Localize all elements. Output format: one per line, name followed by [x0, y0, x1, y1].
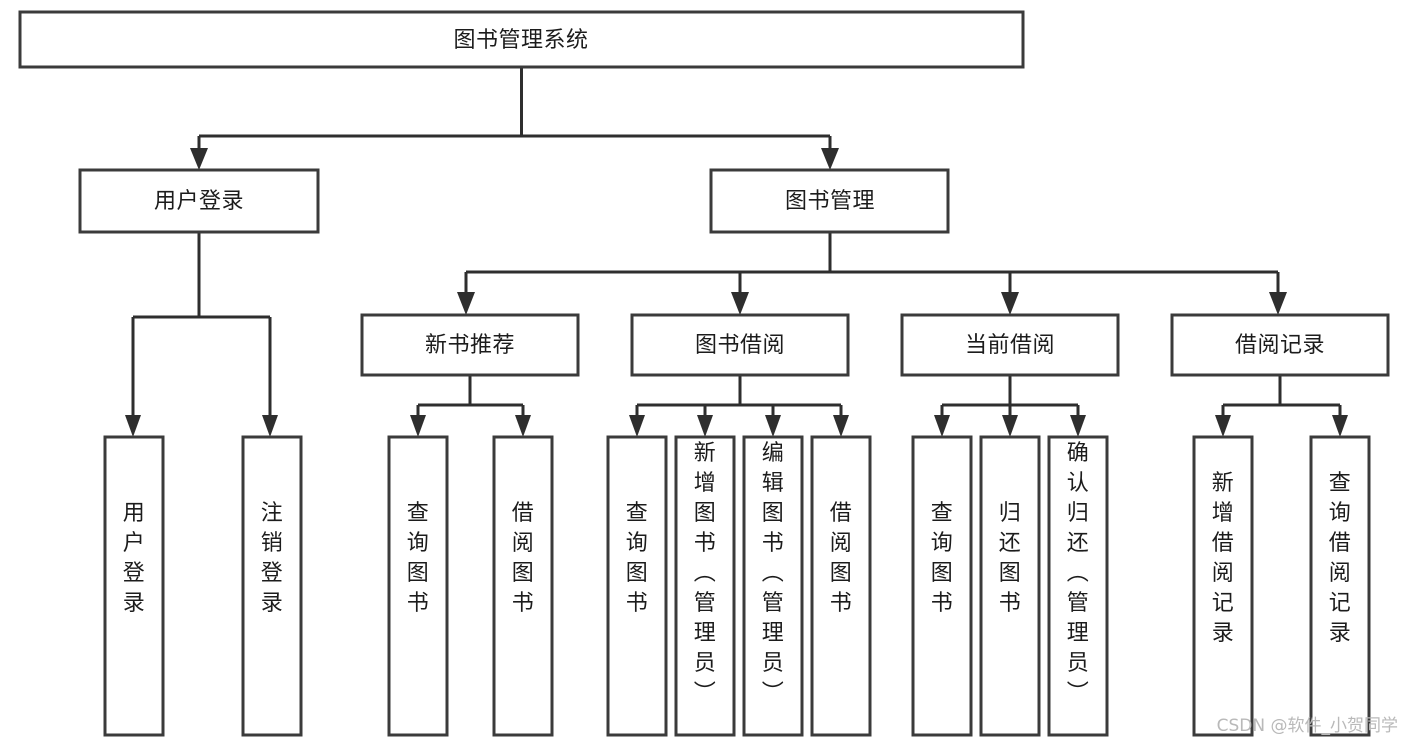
node-user-login-label: 用户登录: [154, 189, 244, 214]
node-leaf-edit-book-box[interactable]: [742, 435, 804, 737]
connector-group-book-management: [457, 232, 1287, 315]
node-book-borrow-box[interactable]: [630, 313, 850, 377]
arrow-head-leaf-borrow-book-1: [515, 415, 531, 437]
node-leaf-borrow-book-1-label: 借阅图书: [512, 501, 535, 616]
node-leaf-return-book[interactable]: 归还图书: [979, 435, 1041, 737]
node-new-book-recommend-label: 新书推荐: [425, 333, 515, 358]
node-leaf-query-book-1[interactable]: 查询图书: [387, 435, 449, 737]
node-current-borrow-label: 当前借阅: [965, 333, 1055, 358]
node-leaf-confirm-return-label: 确认归还︵管理员︶: [1067, 441, 1090, 706]
node-leaf-query-book-1-box[interactable]: [387, 435, 449, 737]
node-leaf-borrow-book-2[interactable]: 借阅图书: [810, 435, 872, 737]
arrow-head-leaf-add-book: [697, 415, 713, 437]
node-leaf-add-record[interactable]: 新增借阅记录: [1192, 435, 1254, 737]
node-leaf-return-book-label: 归还图书: [999, 501, 1022, 616]
arrow-head-leaf-edit-book: [765, 415, 781, 437]
node-leaf-logout-login-box[interactable]: [241, 435, 303, 737]
arrow-head-leaf-user-login: [125, 415, 141, 437]
arrow-head-current-borrow: [1001, 292, 1019, 315]
node-current-borrow-box[interactable]: [900, 313, 1120, 377]
connector-group-book-borrow: [629, 375, 849, 437]
node-leaf-user-login[interactable]: 用户登录: [103, 435, 165, 737]
node-borrow-record-box[interactable]: [1170, 313, 1390, 377]
node-leaf-add-book-label: 新增图书︵管理员︶: [694, 441, 717, 706]
node-book-management-label: 图书管理: [785, 189, 875, 214]
node-new-book-recommend-box[interactable]: [360, 313, 580, 377]
node-leaf-user-login-label: 用户登录: [123, 501, 146, 616]
node-root-label: 图书管理系统: [453, 28, 588, 53]
node-leaf-borrow-book-2-label: 借阅图书: [830, 501, 853, 616]
node-root[interactable]: 图书管理系统: [18, 10, 1025, 69]
connector-group-current-borrow: [934, 375, 1086, 437]
node-borrow-record[interactable]: 借阅记录: [1170, 313, 1390, 377]
arrow-head-user-login: [190, 148, 208, 170]
node-leaf-query-book-2-label: 查询图书: [626, 501, 649, 616]
arrow-head-book-borrow: [731, 292, 749, 315]
csdn-watermark: CSDN @软件_小贺同学: [1217, 716, 1398, 736]
node-borrow-record-label: 借阅记录: [1235, 333, 1325, 358]
arrow-head-leaf-borrow-book-2: [833, 415, 849, 437]
arrow-head-leaf-query-book-3: [934, 415, 950, 437]
node-book-borrow-label: 图书借阅: [695, 333, 785, 358]
node-leaf-query-book-3-box[interactable]: [911, 435, 973, 737]
node-leaf-add-record-label: 新增借阅记录: [1212, 471, 1235, 646]
node-leaf-borrow-book-1[interactable]: 借阅图书: [492, 435, 554, 737]
arrow-head-new-book-recommend: [457, 292, 475, 315]
arrow-head-leaf-query-book-1: [410, 415, 426, 437]
node-leaf-add-book[interactable]: 新增图书︵管理员︶: [674, 435, 736, 737]
arrow-head-book-management: [821, 148, 839, 170]
node-leaf-query-record-label: 查询借阅记录: [1329, 471, 1352, 646]
node-book-management-box[interactable]: [709, 168, 950, 234]
arrow-head-leaf-query-record: [1332, 415, 1348, 437]
connector-group-root: [190, 67, 839, 170]
node-leaf-borrow-book-2-box[interactable]: [810, 435, 872, 737]
node-leaf-query-record[interactable]: 查询借阅记录: [1309, 435, 1371, 737]
arrow-head-leaf-return-book: [1002, 415, 1018, 437]
node-new-book-recommend[interactable]: 新书推荐: [360, 313, 580, 377]
node-leaf-logout-login[interactable]: 注销登录: [241, 435, 303, 737]
node-leaf-edit-book[interactable]: 编辑图书︵管理员︶: [742, 435, 804, 737]
node-leaf-query-book-2-box[interactable]: [606, 435, 668, 737]
node-user-login[interactable]: 用户登录: [78, 168, 320, 234]
node-leaf-borrow-book-1-box[interactable]: [492, 435, 554, 737]
node-leaf-logout-login-label: 注销登录: [261, 501, 284, 616]
connector-group-user-login: [125, 232, 278, 437]
node-leaf-user-login-box[interactable]: [103, 435, 165, 737]
node-book-management[interactable]: 图书管理: [709, 168, 950, 234]
arrow-head-leaf-confirm-return: [1070, 415, 1086, 437]
connector-group-borrow-record: [1215, 375, 1348, 437]
node-leaf-query-record-box[interactable]: [1309, 435, 1371, 737]
node-root-box[interactable]: [18, 10, 1025, 69]
arrow-head-leaf-query-book-2: [629, 415, 645, 437]
node-book-borrow[interactable]: 图书借阅: [630, 313, 850, 377]
node-leaf-query-book-3-label: 查询图书: [931, 501, 954, 616]
arrow-head-borrow-record: [1269, 292, 1287, 315]
node-leaf-add-record-box[interactable]: [1192, 435, 1254, 737]
node-leaf-add-book-box[interactable]: [674, 435, 736, 737]
arrow-head-leaf-add-record: [1215, 415, 1231, 437]
node-current-borrow[interactable]: 当前借阅: [900, 313, 1120, 377]
node-user-login-box[interactable]: [78, 168, 320, 234]
node-leaf-edit-book-label: 编辑图书︵管理员︶: [762, 441, 785, 706]
node-leaf-confirm-return[interactable]: 确认归还︵管理员︶: [1047, 435, 1109, 737]
node-leaf-query-book-1-label: 查询图书: [407, 501, 430, 616]
arrow-head-leaf-logout-login: [262, 415, 278, 437]
node-leaf-confirm-return-box[interactable]: [1047, 435, 1109, 737]
connector-group-new-book-recommend: [410, 375, 531, 437]
node-leaf-return-book-box[interactable]: [979, 435, 1041, 737]
node-leaf-query-book-3[interactable]: 查询图书: [911, 435, 973, 737]
node-leaf-query-book-2[interactable]: 查询图书: [606, 435, 668, 737]
